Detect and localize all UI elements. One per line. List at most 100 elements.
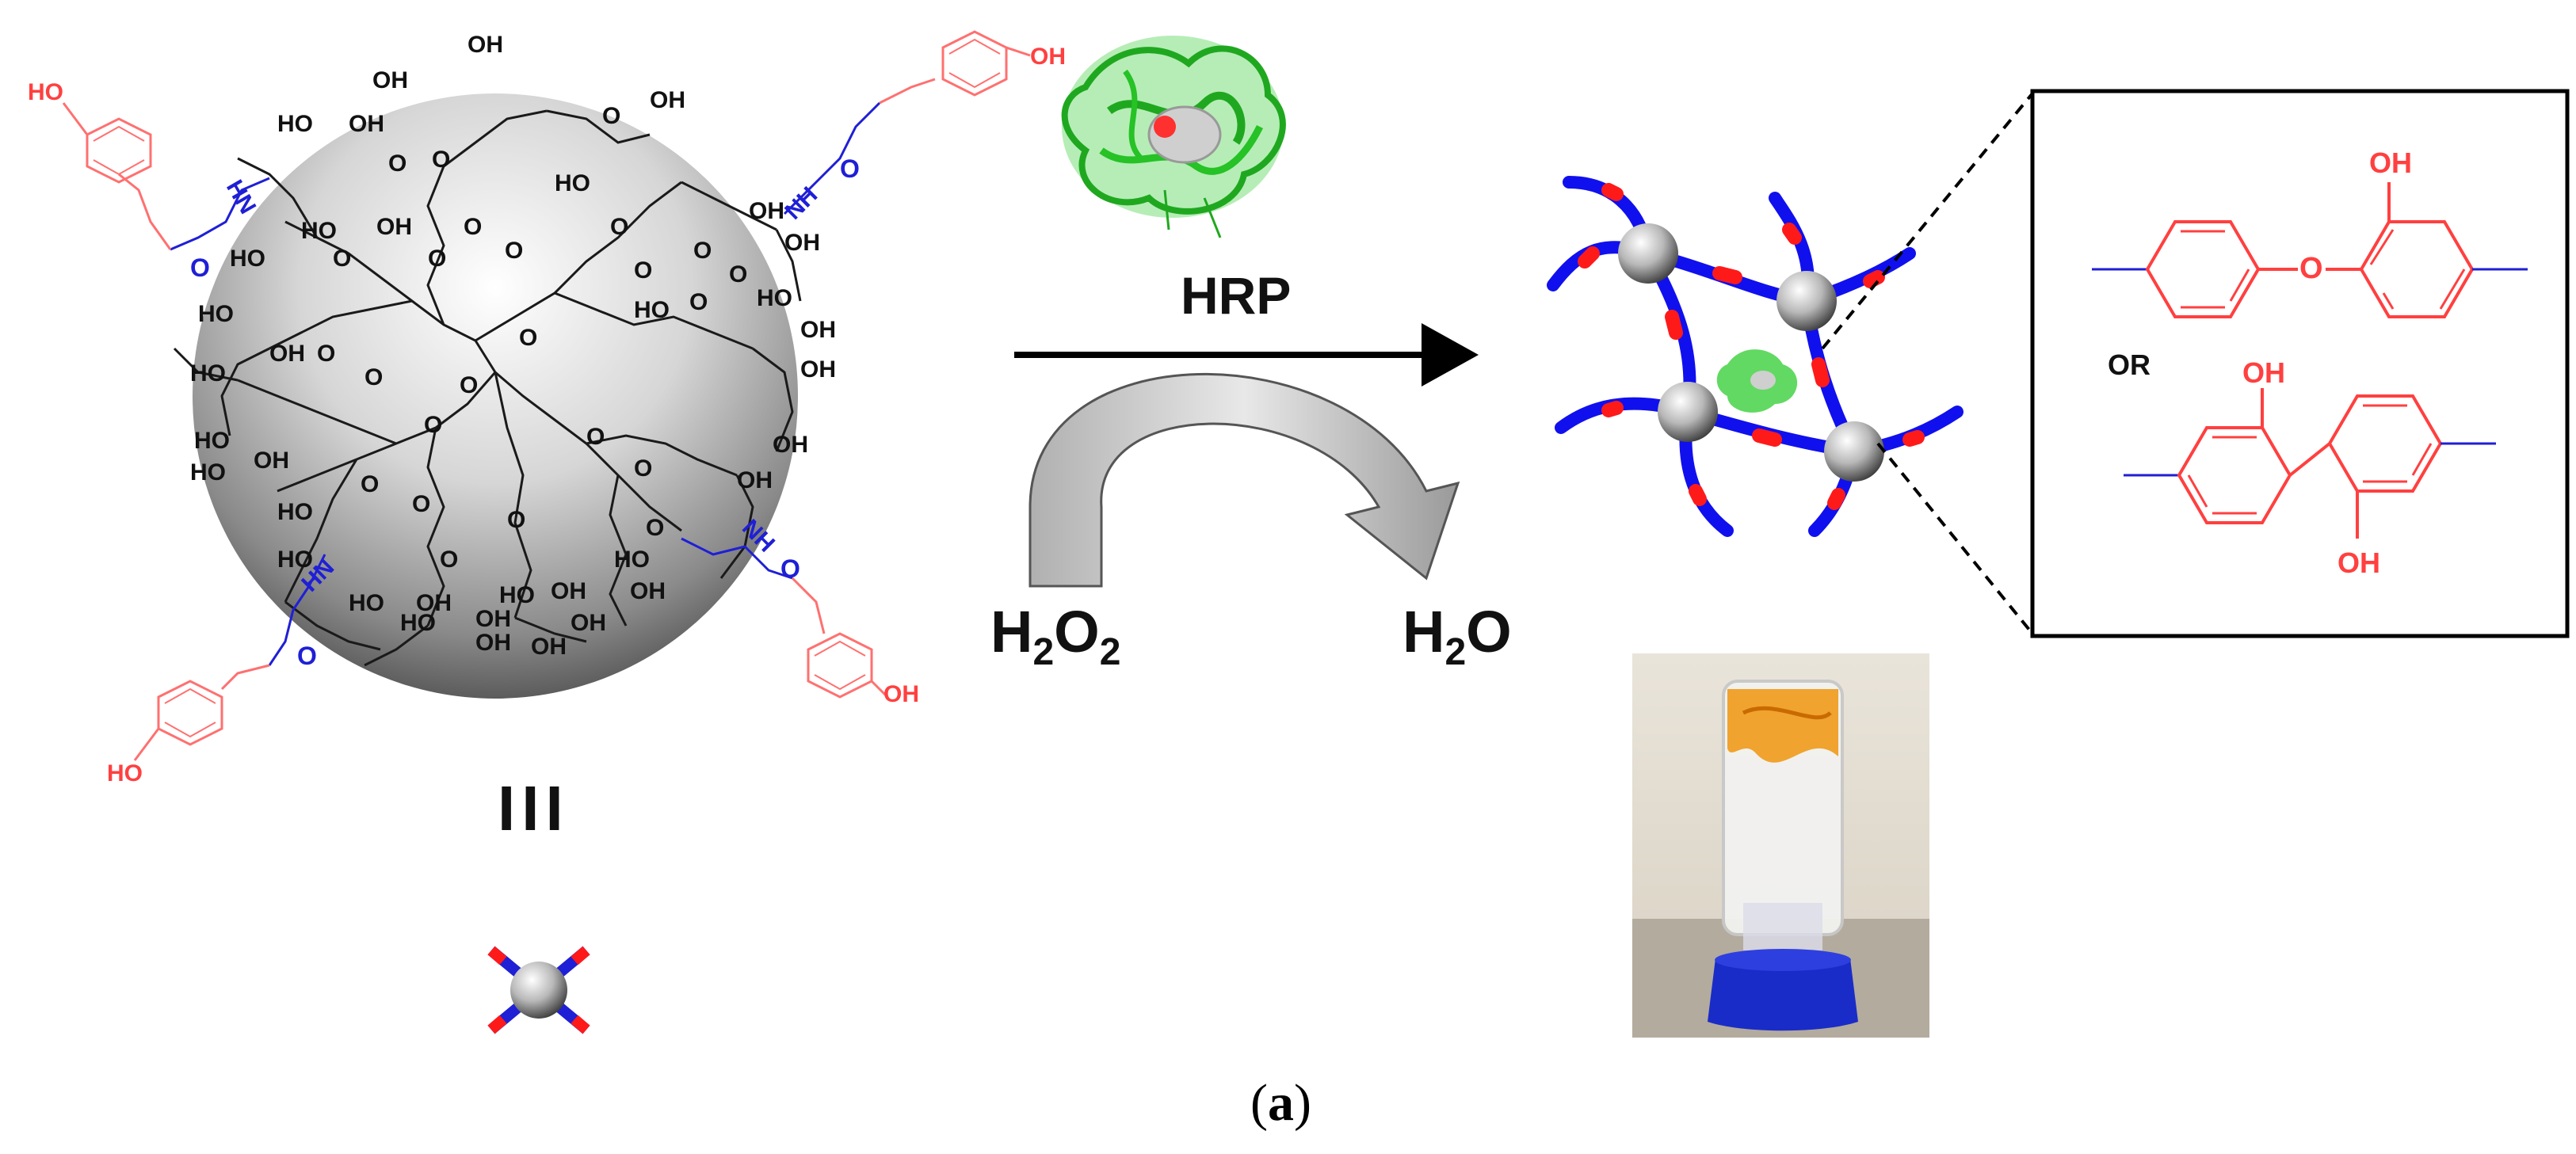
label-oh: OH xyxy=(376,214,412,240)
label-oh: OH xyxy=(800,317,836,343)
zoom-line-top xyxy=(1821,92,2034,350)
label-ho: HO xyxy=(634,297,670,323)
zoom-line-bottom xyxy=(1876,442,2034,635)
label-oh: OH xyxy=(650,87,685,113)
label-o: O xyxy=(780,554,800,583)
label-ho: HO xyxy=(277,499,313,525)
label-o: O xyxy=(464,214,483,240)
label-oh: OH xyxy=(883,681,919,707)
label-oh: OH xyxy=(551,578,586,604)
label-o: O xyxy=(424,412,443,438)
label-oh: OH xyxy=(269,341,305,367)
label-o: O xyxy=(519,325,538,351)
network-node-2 xyxy=(1776,271,1837,331)
label-o: O xyxy=(297,642,317,670)
label-oh: OH xyxy=(349,111,384,137)
label-o: O xyxy=(729,261,748,288)
product-label: H2O xyxy=(1402,599,1512,673)
inset-diaryl-ether xyxy=(2092,182,2528,318)
panel-caption: (a) xyxy=(1250,1074,1311,1132)
label-oh: OH xyxy=(372,67,408,93)
label-o: O xyxy=(693,238,712,264)
label-o: O xyxy=(440,547,459,573)
label-oh: OH xyxy=(800,356,836,383)
hydrogel-vial-photo xyxy=(1632,653,1929,1038)
label-o: O xyxy=(333,246,352,272)
label-oh: OH xyxy=(475,630,511,656)
label-ho: HO xyxy=(555,170,590,196)
hrp-label: HRP xyxy=(1181,266,1292,325)
inset-box xyxy=(2030,89,2570,638)
label-o: O xyxy=(412,491,431,517)
network-node-3 xyxy=(1658,382,1718,442)
label-o: O xyxy=(689,289,708,315)
label-o: O xyxy=(634,455,653,482)
label-o: O xyxy=(428,246,447,272)
curved-arrow xyxy=(1028,373,1460,588)
hrp-enzyme-graphic xyxy=(1061,36,1286,238)
dendritic-chains xyxy=(173,109,802,667)
polyglycerol-sphere xyxy=(193,93,798,699)
label-oh: OH xyxy=(475,606,511,632)
label-ho: HO xyxy=(277,111,313,137)
label-oh: OH xyxy=(773,432,808,458)
label-o: O xyxy=(602,103,621,129)
label-o: O xyxy=(610,214,629,240)
label-o: O xyxy=(432,147,451,173)
macromonomer-symbol xyxy=(487,946,590,1034)
label-ho: HO xyxy=(28,79,63,105)
network-mini-hrp xyxy=(1716,349,1798,413)
label-oh: OH xyxy=(784,230,820,256)
linker-bottom-right xyxy=(681,537,889,699)
inset-oh-biphenyl-bottom: OH xyxy=(2337,547,2380,579)
label-o: O xyxy=(361,471,380,497)
label-oh: OH xyxy=(630,578,666,604)
linker-top-left xyxy=(62,102,270,251)
inset-or-label: OR xyxy=(2108,348,2150,381)
label-o: O xyxy=(586,424,605,450)
inset-biphenyl xyxy=(2124,388,2496,539)
label-o: O xyxy=(388,150,407,177)
network-node-1 xyxy=(1618,223,1678,284)
label-ho: HO xyxy=(614,547,650,573)
label-ho: HO xyxy=(277,547,313,573)
polymer-symbol-label: III xyxy=(498,773,570,844)
label-ho: HO xyxy=(349,590,384,616)
label-o: O xyxy=(460,372,479,398)
inset-ether-o: O xyxy=(2299,252,2323,285)
network-node-4 xyxy=(1824,421,1884,482)
label-oh: OH xyxy=(416,590,452,616)
label-ho: HO xyxy=(194,428,230,454)
label-oh: OH xyxy=(467,32,503,58)
label-ho: HO xyxy=(190,360,226,387)
label-ho: HO xyxy=(757,285,792,311)
label-o: O xyxy=(507,507,526,533)
linker-bottom-left xyxy=(133,554,326,761)
label-ho: HO xyxy=(190,459,226,486)
label-ho: HO xyxy=(400,610,436,636)
label-oh: OH xyxy=(737,467,773,493)
label-ho: HO xyxy=(107,760,143,786)
label-o: O xyxy=(646,515,665,541)
label-oh: OH xyxy=(749,198,784,224)
inset-oh-top: OH xyxy=(2369,147,2412,179)
label-o: O xyxy=(364,364,384,390)
label-oh: OH xyxy=(571,610,606,636)
label-oh: OH xyxy=(254,448,289,474)
label-o: O xyxy=(505,238,524,264)
label-ho: HO xyxy=(198,301,234,327)
linker-top-right xyxy=(783,30,1031,215)
label-ho: HO xyxy=(301,218,337,244)
oxidant-label: H2O2 xyxy=(990,599,1121,673)
label-oh: OH xyxy=(531,634,567,660)
label-ho: HO xyxy=(499,582,535,608)
label-o: O xyxy=(840,154,860,183)
label-ho: HO xyxy=(230,246,265,272)
label-o: O xyxy=(190,253,210,282)
label-o: O xyxy=(634,257,653,284)
label-oh: OH xyxy=(1030,44,1066,70)
inset-oh-biphenyl-top: OH xyxy=(2242,356,2285,389)
label-o: O xyxy=(317,341,336,367)
